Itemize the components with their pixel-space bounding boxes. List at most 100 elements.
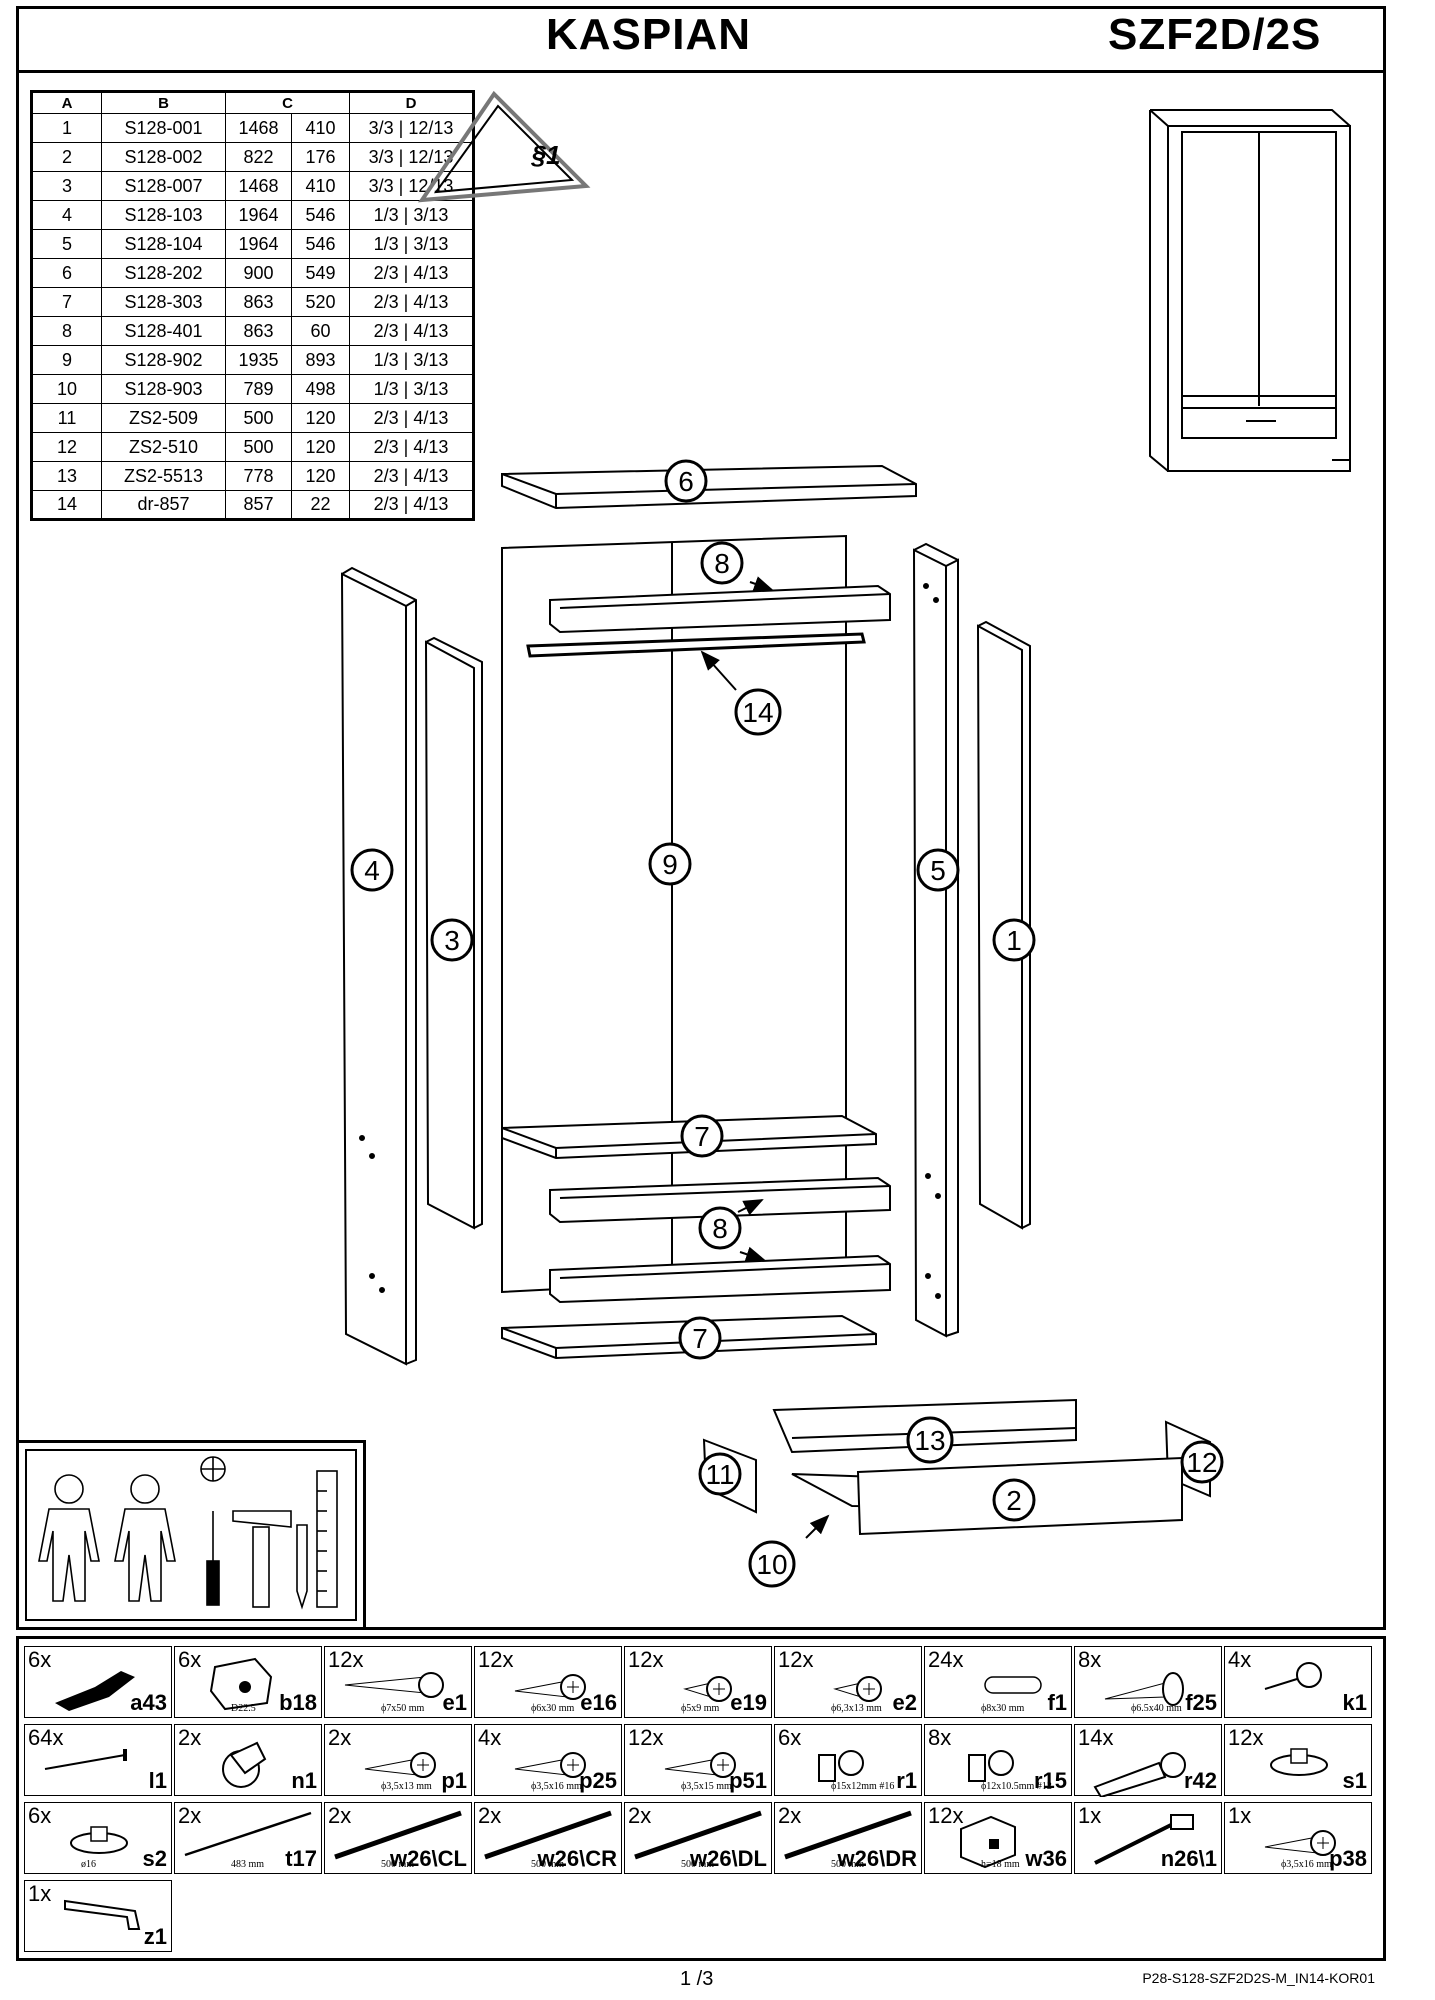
- hardware-item: 12x ϕ6x30 mm e16: [474, 1646, 622, 1718]
- table-cell: 1/3 | 3/13: [349, 374, 474, 404]
- hardware-note: ϕ3,5x16 mm: [531, 1781, 582, 1792]
- hardware-qty: 12x: [478, 1647, 514, 1672]
- hardware-qty: 2x: [328, 1725, 352, 1750]
- table-cell: S128-007: [101, 171, 226, 201]
- part-14-hanging-rod: [526, 632, 866, 658]
- hardware-code: w26\DL: [689, 1846, 767, 1871]
- panel-6-top: [501, 464, 917, 510]
- hardware-code: f1: [1047, 1690, 1067, 1715]
- hardware-note: ø16: [81, 1859, 96, 1870]
- exploded-assembly-drawing: 6 8 14 9 4 3 5 1 7 8 7 13 12 11 2 10 §1: [340, 90, 1351, 1588]
- screw-icon: [514, 1752, 586, 1778]
- drawer-assembly: [702, 1398, 1211, 1536]
- table-cell: 500: [225, 432, 292, 462]
- panel-5-side: [912, 542, 959, 1338]
- table-cell: S128-902: [101, 345, 226, 375]
- callout-8-lower: 8: [712, 1213, 728, 1244]
- table-cell: ZS2-510: [101, 432, 226, 462]
- nail-icon: [44, 1749, 127, 1770]
- table-cell: S128-303: [101, 287, 226, 317]
- hammer-icon: [232, 1510, 292, 1608]
- hardware-code: w26\CL: [389, 1846, 467, 1871]
- callout-7-bottom: 7: [692, 1323, 708, 1354]
- tools-required-box: [16, 1440, 366, 1630]
- hardware-qty: 24x: [928, 1647, 964, 1672]
- table-cell: 7: [31, 287, 102, 317]
- hardware-code: w26\DR: [837, 1846, 917, 1871]
- table-cell: S128-002: [101, 142, 226, 172]
- hardware-item: 14x r42: [1074, 1724, 1222, 1797]
- hardware-qty: 4x: [1228, 1647, 1252, 1672]
- hardware-code: e2: [892, 1690, 917, 1715]
- hardware-note: 500 mm: [531, 1859, 565, 1870]
- hardware-qty: 2x: [328, 1803, 352, 1828]
- bolt-icon: [1104, 1672, 1184, 1706]
- hinge-plate-icon: [209, 1657, 273, 1711]
- table-cell: 3/3 | 12/13: [349, 113, 474, 143]
- pencil-icon: [296, 1524, 308, 1610]
- callout-6: 6: [678, 466, 694, 497]
- ruler-icon: [316, 1470, 338, 1608]
- hardware-qty: 6x: [178, 1647, 202, 1672]
- screw-icon: [1264, 1830, 1336, 1856]
- hardware-note: ϕ3,5x13 mm: [381, 1781, 432, 1792]
- callout-7-middle: 7: [694, 1121, 710, 1152]
- product-name: KASPIAN: [546, 10, 752, 59]
- hardware-code: a43: [130, 1690, 167, 1715]
- table-cell: 13: [31, 461, 102, 491]
- table-cell: S128-104: [101, 229, 226, 259]
- hardware-code: z1: [143, 1924, 167, 1949]
- hardware-code: r1: [896, 1768, 917, 1793]
- table-cell: 1/3 | 3/13: [349, 200, 474, 230]
- table-cell: S128-103: [101, 200, 226, 230]
- hardware-code: r42: [1183, 1768, 1217, 1793]
- table-cell: S128-401: [101, 316, 226, 346]
- strap-icon: [1094, 1814, 1194, 1865]
- hardware-note: ϕ6x30 mm: [531, 1703, 575, 1714]
- hardware-note: ϕ7x50 mm: [381, 1703, 425, 1714]
- hardware-qty: 14x: [1078, 1725, 1114, 1750]
- hardware-note: ϕ3,5x16 mm: [1281, 1859, 1332, 1870]
- block-icon: [960, 1815, 1016, 1869]
- callout-1: 1: [1006, 925, 1022, 956]
- hardware-note: ϕ5x9 mm: [681, 1703, 720, 1714]
- warning-triangle-icon: [417, 90, 591, 203]
- table-cell: 120: [291, 461, 350, 491]
- cap-icon: [70, 1826, 128, 1854]
- hardware-code: w36: [1025, 1846, 1067, 1871]
- hardware-code: p25: [579, 1768, 617, 1793]
- header-divider: [16, 70, 1386, 73]
- table-cell: 2/3 | 4/13: [349, 258, 474, 288]
- table-cell: 778: [225, 461, 292, 491]
- hardware-note: h=18 mm: [981, 1859, 1020, 1870]
- hardware-qty: 12x: [628, 1725, 664, 1750]
- rail-icon: [634, 1810, 762, 1860]
- hardware-qty: 4x: [478, 1725, 502, 1750]
- table-cell: 1468: [225, 171, 292, 201]
- rod-icon: [184, 1811, 312, 1857]
- table-cell: 8: [31, 316, 102, 346]
- rail-icon: [784, 1810, 912, 1860]
- hardware-code: e16: [580, 1690, 617, 1715]
- hardware-note: ϕ12x10.5mm #12: [981, 1781, 1052, 1792]
- hardware-note: D22.5: [231, 1703, 256, 1714]
- model-code: SZF2D/2S: [1108, 10, 1322, 59]
- rail-icon: [484, 1810, 612, 1860]
- hardware-qty: 12x: [328, 1647, 364, 1672]
- hardware-note: ϕ15x12mm #16: [831, 1781, 895, 1792]
- callout-11: 11: [705, 1459, 734, 1490]
